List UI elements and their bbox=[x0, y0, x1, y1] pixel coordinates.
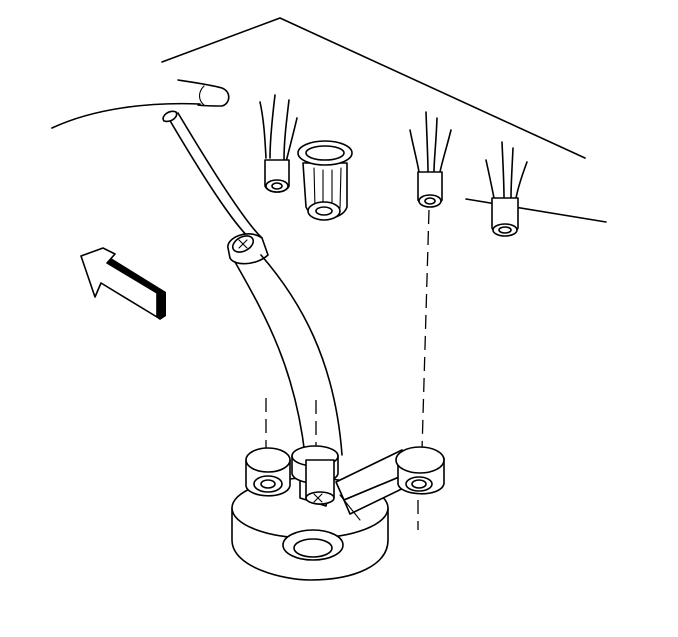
rod-boss-center bbox=[409, 111, 452, 208]
ribbed-grommet bbox=[297, 140, 353, 221]
panel-outline bbox=[161, 17, 607, 223]
door-lock-switch bbox=[231, 445, 445, 581]
rod-boss-right bbox=[485, 141, 528, 237]
hand-contour bbox=[51, 79, 230, 129]
direction-arrow-icon bbox=[80, 247, 166, 320]
rod-end-clip bbox=[259, 94, 298, 193]
door-lock-rod bbox=[162, 110, 343, 456]
